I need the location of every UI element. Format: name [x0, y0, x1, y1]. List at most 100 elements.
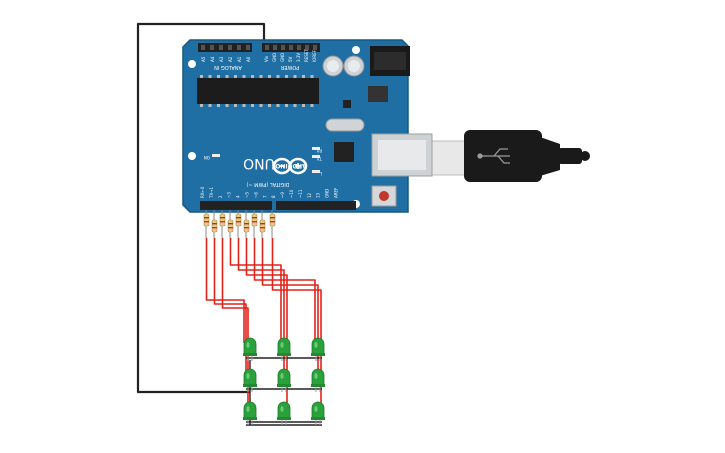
chip-leg — [268, 75, 271, 78]
chip-leg — [293, 75, 297, 78]
resistor-band — [252, 221, 257, 223]
digital-pin-label-4: 4 — [236, 195, 241, 198]
resistor — [259, 219, 266, 233]
power-pin-label-4: 3.3V — [296, 53, 301, 62]
resistor-band — [260, 227, 265, 229]
resistor-band — [204, 217, 209, 219]
analog-pin-label-0: A5 — [201, 56, 206, 62]
digital-pin-label-6: ~6 — [253, 192, 258, 198]
resistor — [269, 213, 276, 227]
analog-pin-label-5: A0 — [246, 56, 251, 62]
digital-pin-label-15: AREF — [334, 187, 339, 198]
l-led-label: L — [319, 171, 322, 176]
chip-leg — [225, 104, 229, 107]
chip-leg — [217, 104, 220, 107]
resistor-band — [244, 223, 249, 225]
green-led — [243, 401, 257, 425]
on-led-label: ON — [204, 155, 210, 160]
chip-leg — [302, 104, 305, 107]
resistor-band — [212, 227, 217, 229]
atmega-chip — [197, 75, 319, 107]
digital-header-label: DIGITAL (PWM ~) — [246, 181, 289, 187]
red-wire — [237, 238, 285, 374]
chip-leg — [310, 104, 314, 107]
resistor-band — [228, 227, 233, 229]
chip-leg — [234, 75, 237, 78]
red-wire — [253, 238, 316, 343]
resistor-band — [204, 221, 209, 223]
chip-leg — [242, 104, 246, 107]
digital-pin-label-13: 13 — [316, 192, 321, 198]
resistor — [243, 219, 250, 233]
led-matrix-rails — [246, 357, 322, 426]
resistor-band — [236, 217, 241, 219]
red-wire — [261, 238, 319, 374]
analog-pin-label-3: A2 — [228, 56, 233, 62]
power-pin-label-3: 5V — [288, 56, 293, 62]
digital-pin-label-10: ~10 — [289, 189, 294, 198]
resistor-band — [220, 217, 225, 219]
resistor-band — [244, 227, 249, 229]
resistor-band — [270, 217, 275, 219]
chip-leg — [251, 75, 254, 78]
chip-leg — [242, 75, 246, 78]
analog-pin-label-2: A3 — [219, 56, 224, 62]
green-led — [277, 368, 291, 392]
arduino-infinity-icon — [272, 157, 308, 175]
power-pin-label-1: GND — [272, 53, 277, 62]
chip-leg — [208, 75, 212, 78]
resistor-band — [220, 221, 225, 223]
chip-leg — [234, 104, 237, 107]
digital-pin-label-2: 2 — [218, 195, 223, 198]
power-header-label: POWER — [280, 64, 299, 70]
digital-pin-label-14: GND — [325, 189, 330, 198]
resistor — [211, 219, 218, 233]
resistor-band — [228, 223, 233, 225]
tx-led-label: TX — [317, 156, 323, 161]
resistor-band — [236, 221, 241, 223]
green-led — [311, 401, 325, 425]
chip-leg — [200, 104, 203, 107]
chip-leg — [310, 75, 314, 78]
digital-pin-label-3: ~3 — [227, 192, 232, 198]
analog-pin-label-4: A1 — [237, 56, 242, 62]
usb-cable — [429, 130, 590, 182]
analog-header — [198, 43, 252, 52]
digital-pin-label-7: 7 — [262, 195, 267, 198]
resistor — [219, 213, 226, 227]
ground-wire — [136, 22, 266, 394]
red-wire — [205, 238, 245, 343]
chip-leg — [208, 104, 212, 107]
model-label: UNO — [243, 155, 275, 171]
chip-leg — [217, 75, 220, 78]
resistor — [235, 213, 242, 227]
digital-pin-label-1: TX→1 — [209, 186, 214, 199]
chip-leg — [259, 104, 263, 107]
capacitor-2 — [343, 55, 365, 77]
voltage-regulator — [368, 86, 388, 102]
chip-leg — [268, 104, 271, 107]
digital-header-high — [276, 201, 356, 210]
chip-leg — [285, 75, 288, 78]
chip-leg — [251, 104, 254, 107]
green-led — [243, 337, 257, 361]
power-pin-label-6: IOREF — [312, 49, 317, 62]
rx-led-label: RX — [316, 148, 322, 153]
chip-leg — [302, 75, 305, 78]
digital-pin-label-12: 12 — [307, 192, 312, 198]
usb-icon — [477, 148, 510, 164]
led-matrix — [243, 337, 325, 425]
digital-header-low — [200, 201, 272, 210]
chip-leg — [225, 75, 229, 78]
resistor — [203, 213, 210, 227]
red-wires — [205, 238, 322, 407]
chip-leg — [200, 75, 203, 78]
green-led — [243, 368, 257, 392]
resistor-array — [203, 210, 276, 238]
digital-pin-label-5: ~5 — [245, 192, 250, 198]
digital-pin-label-8: 8 — [271, 195, 276, 198]
